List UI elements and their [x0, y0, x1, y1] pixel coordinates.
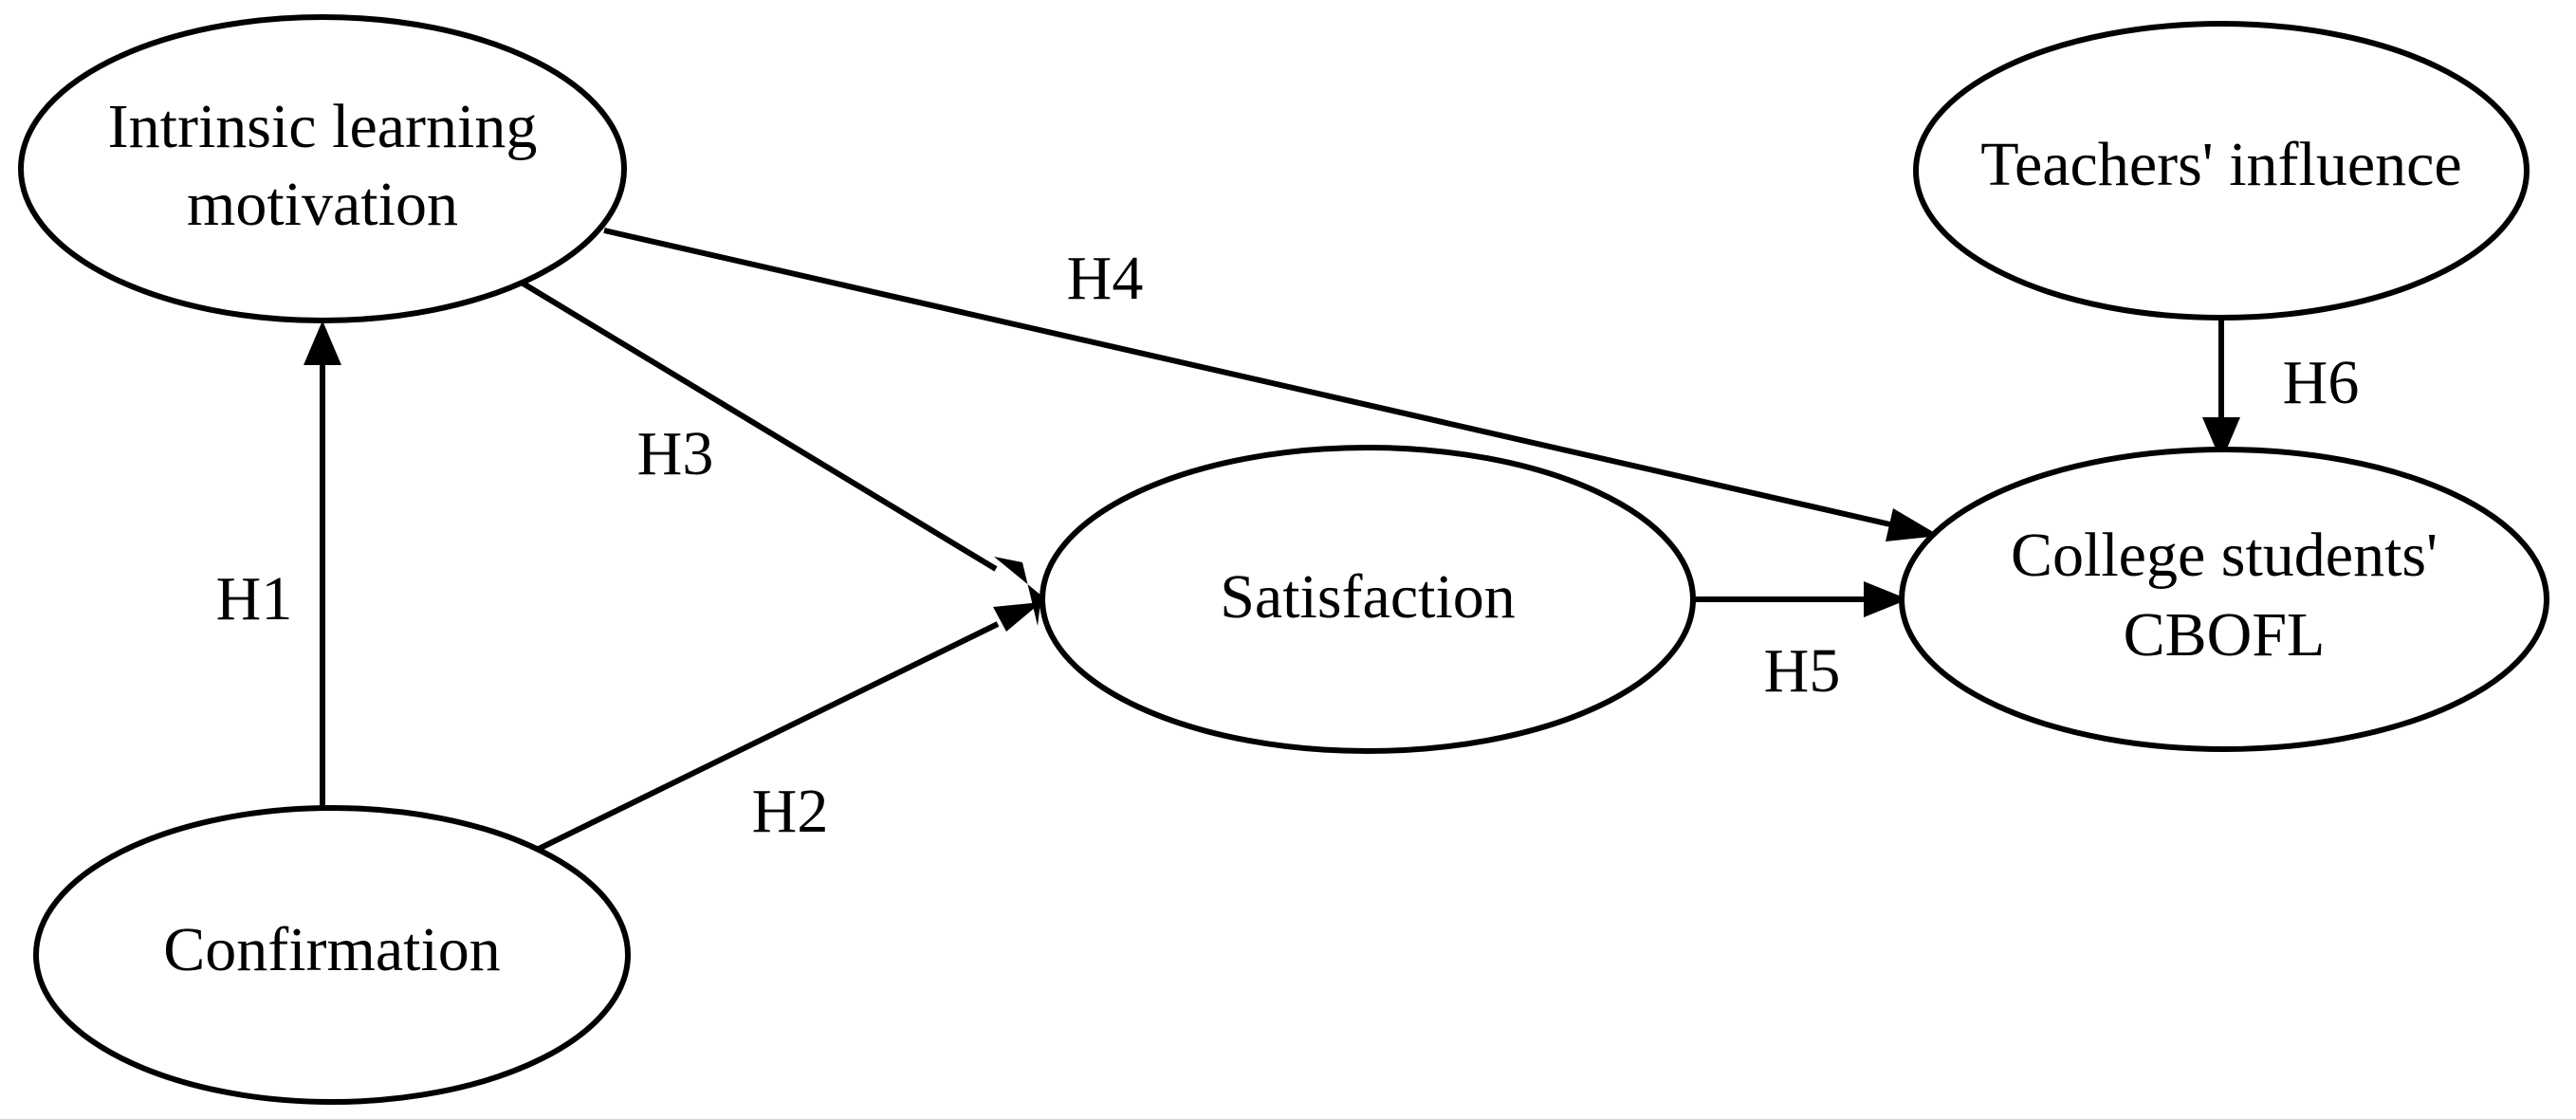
- node-teachers-influence: Teachers' influence: [1913, 21, 2530, 321]
- node-intrinsic-learning-motivation: Intrinsic learning motivation: [18, 14, 627, 323]
- node-teachers-line-1: Teachers' influence: [1980, 130, 2461, 199]
- node-confirmation-ellipse: [33, 805, 631, 1105]
- edge-h2-arrowhead: [993, 602, 1041, 632]
- edge-h1-arrowhead: [304, 321, 341, 365]
- edge-label-h3: H3: [637, 419, 714, 488]
- edge-label-h5: H5: [1764, 636, 1841, 706]
- node-satisfaction-ellipse: [1040, 445, 1696, 754]
- edge-label-h2: H2: [752, 777, 829, 846]
- node-college-line-2: CBOFL: [2124, 600, 2326, 670]
- node-satisfaction: Satisfaction: [1040, 445, 1696, 754]
- node-teachers-ellipse: [1913, 21, 2530, 321]
- edge-label-h4: H4: [1067, 244, 1144, 313]
- node-college-ellipse: [1899, 447, 2549, 752]
- edge-label-h1: H1: [216, 564, 293, 633]
- edge-h3-line: [515, 277, 998, 572]
- edge-h4-line: [603, 228, 1891, 527]
- node-intrinsic-ellipse: [18, 14, 627, 323]
- node-college-students-cbofl: College students' CBOFL: [1899, 447, 2549, 752]
- edge-h4-arrowhead: [1886, 508, 1940, 541]
- edge-label-h6: H6: [2283, 348, 2360, 417]
- edge-labels: H1 H2 H3 H4 H5 H6: [216, 244, 2360, 846]
- edge-h2-line: [531, 621, 1000, 854]
- node-intrinsic-line-1: Intrinsic learning: [108, 92, 538, 161]
- edge-h6-arrowhead: [2202, 417, 2240, 462]
- node-intrinsic-line-2: motivation: [187, 170, 458, 239]
- node-college-line-1: College students': [2011, 521, 2438, 590]
- node-confirmation-line-1: Confirmation: [163, 915, 501, 984]
- edge-h5-arrowhead: [1864, 581, 1908, 617]
- edges: [304, 228, 2240, 854]
- node-confirmation: Confirmation: [33, 805, 631, 1105]
- edge-h3-arrowhead: [994, 557, 1041, 626]
- node-satisfaction-line-1: Satisfaction: [1220, 562, 1516, 632]
